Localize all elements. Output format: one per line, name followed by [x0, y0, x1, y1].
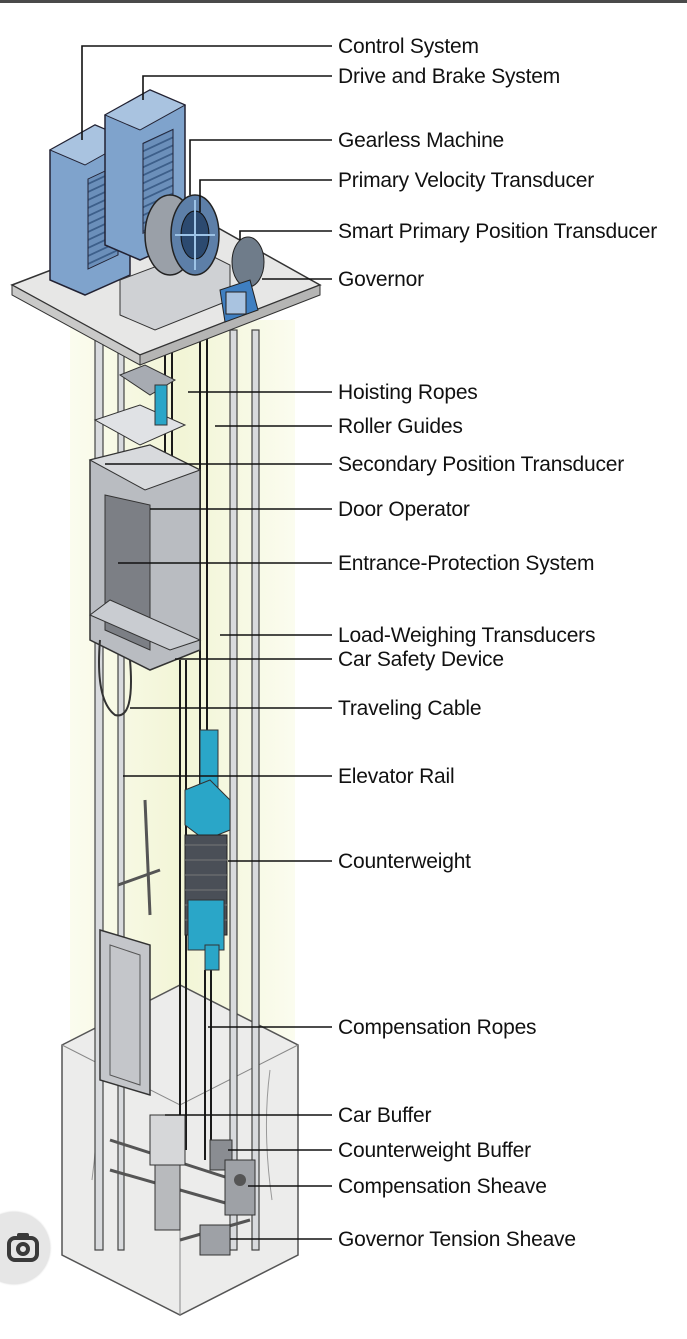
label-drive-and-brake-system: Drive and Brake System — [338, 65, 560, 88]
label-smart-primary-position-transducer: Smart Primary Position Transducer — [338, 220, 657, 243]
label-governor: Governor — [338, 268, 424, 291]
component-labels: Control System Drive and Brake System Ge… — [338, 35, 657, 1251]
landing-door — [99, 928, 151, 1097]
label-door-operator: Door Operator — [338, 498, 470, 521]
label-load-weighing-transducers: Load-Weighing Transducers — [338, 624, 595, 647]
label-entrance-protection-system: Entrance-Protection System — [338, 552, 594, 575]
label-compensation-sheave: Compensation Sheave — [338, 1175, 547, 1198]
counterweight — [184, 729, 231, 971]
traveling-cable — [98, 639, 132, 717]
car-buffer — [149, 1114, 186, 1231]
label-traveling-cable: Traveling Cable — [338, 697, 481, 720]
governor — [219, 236, 265, 323]
label-counterweight: Counterweight — [338, 850, 471, 873]
compensation-sheave — [224, 1159, 256, 1216]
label-compensation-ropes: Compensation Ropes — [338, 1016, 536, 1039]
top-divider — [0, 0, 687, 3]
governor-tension-sheave — [199, 1224, 231, 1256]
label-gearless-machine: Gearless Machine — [338, 129, 504, 152]
label-counterweight-buffer: Counterweight Buffer — [338, 1139, 531, 1162]
label-primary-velocity-transducer: Primary Velocity Transducer — [338, 169, 594, 192]
label-elevator-rail: Elevator Rail — [338, 765, 454, 788]
label-car-buffer: Car Buffer — [338, 1104, 432, 1127]
label-car-safety-device: Car Safety Device — [338, 648, 504, 671]
camera-search-icon — [7, 1233, 39, 1262]
label-roller-guides: Roller Guides — [338, 415, 463, 438]
elevator-car — [88, 364, 202, 671]
leader-lines — [81, 45, 332, 1240]
label-secondary-position-transducer: Secondary Position Transducer — [338, 453, 624, 476]
gearless-machine — [119, 194, 231, 331]
label-governor-tension-sheave: Governor Tension Sheave — [338, 1228, 576, 1251]
label-control-system: Control System — [338, 35, 479, 58]
label-hoisting-ropes: Hoisting Ropes — [338, 381, 478, 404]
